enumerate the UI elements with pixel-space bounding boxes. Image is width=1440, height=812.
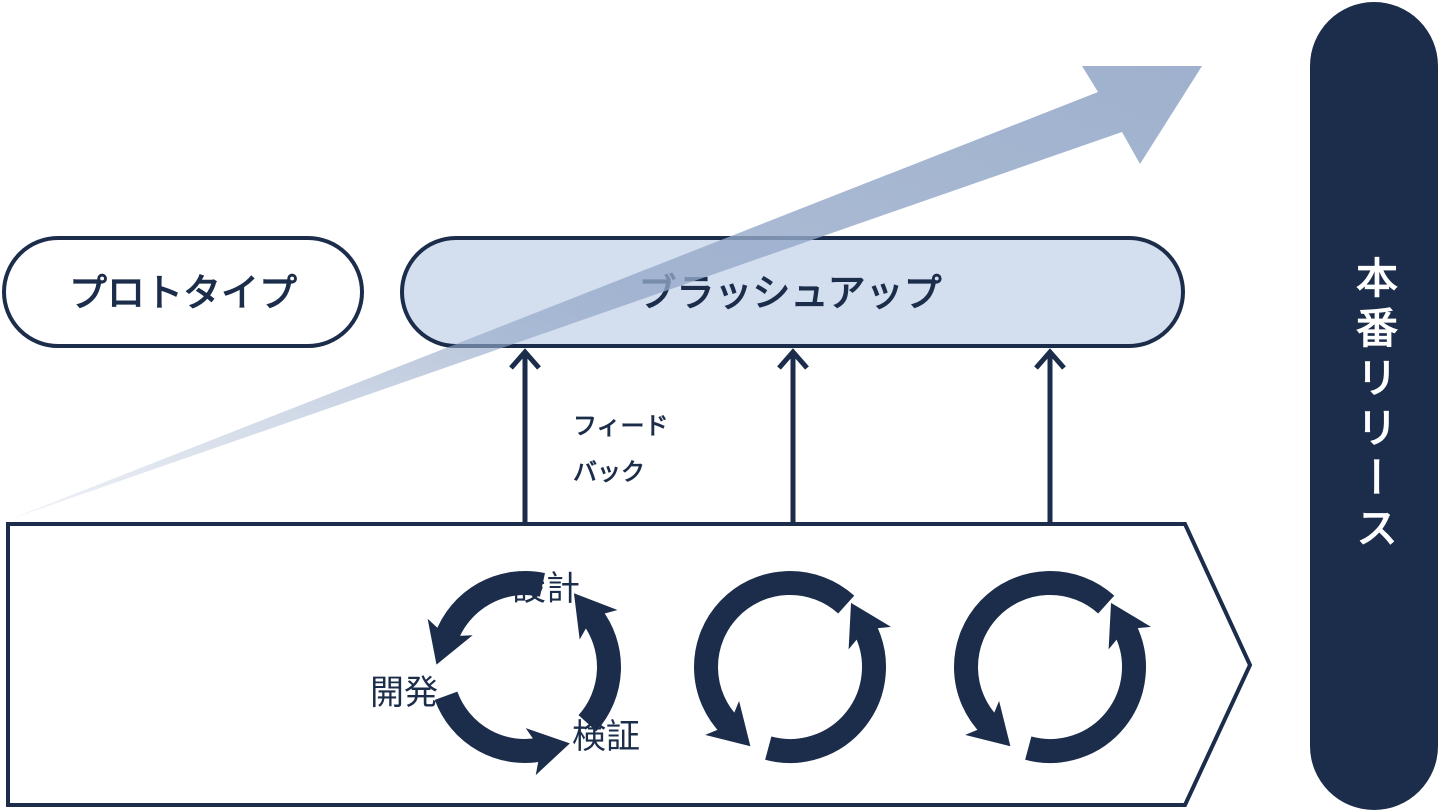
prototype-label: プロトタイプ — [69, 271, 297, 315]
cycle-2-arrow-1 — [694, 571, 855, 747]
feedback-label-line2: バック — [573, 458, 645, 486]
cycle-label-design: 設計 — [512, 569, 580, 609]
feedback-arrow-2 — [777, 348, 809, 522]
release-box: 本番リリース — [1310, 0, 1438, 812]
growth-arrow — [8, 66, 1202, 520]
feedback-arrow-3 — [1034, 348, 1066, 522]
feedback-arrow-1 — [509, 348, 541, 522]
release-pill — [1310, 2, 1438, 810]
cycle-2-arrow-2 — [765, 602, 891, 763]
cycle-label-develop: 開発 — [370, 673, 438, 713]
prototype-pill — [2, 236, 364, 348]
cycle-label-verify: 検証 — [572, 717, 640, 757]
cycle-1-arrow-2 — [434, 691, 570, 776]
cycle-1-arrow-3 — [573, 593, 621, 732]
release-label: 本番リリース — [1349, 256, 1399, 556]
cycle-1-arrow-1 — [427, 571, 545, 665]
feedback-label-line1: フィード — [573, 412, 669, 440]
iteration-band — [6, 522, 1253, 807]
cycle-3-arrow-1 — [954, 570, 1115, 747]
cycle-3-arrow-2 — [1025, 602, 1151, 763]
